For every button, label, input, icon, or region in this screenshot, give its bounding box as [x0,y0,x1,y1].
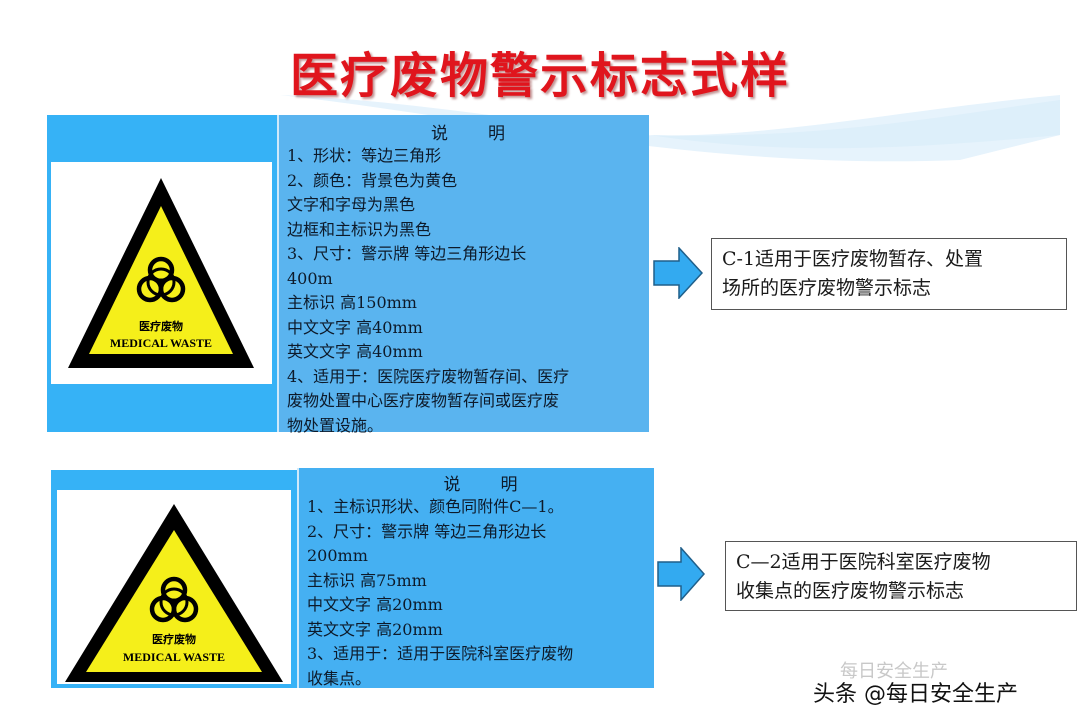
panel-line: 废物处置中心医疗废物暂存间或医疗废 [287,391,560,410]
watermark-ghost: 每日安全生产 [840,661,948,682]
note-line: 场所的医疗废物警示标志 [722,277,932,299]
panel-line: 边框和主标识为黑色 [287,219,432,239]
panel-line: 英文文字 高20mm [307,619,443,639]
right-arrow-icon [657,547,705,601]
panel-line: 收集点。 [307,668,372,688]
panel-line: 主标识 高150mm [287,293,417,312]
panel-line: 1、主标识形状、颜色同附件C—1。 [307,497,564,516]
sign-en-label: MEDICAL WASTE [110,336,212,350]
panel-line: 4、适用于：医院医疗废物暂存间、医疗 [287,366,570,386]
sign-en-label: MEDICAL WASTE [123,650,225,664]
note-line: 收集点的医疗废物警示标志 [736,580,965,602]
panel-line: 200mm [307,546,368,565]
panel-line: 3、适用于：适用于医院科室医疗废物 [307,644,574,663]
usage-note-c1: C-1适用于医疗废物暂存、处置 场所的医疗废物警示标志 [711,238,1067,310]
panel-line: 中文文字 高40mm [287,317,423,337]
description-panel: 说明 1、主标识形状、颜色同附件C—1。 2、尺寸：警示牌 等边三角形边长 20… [297,468,654,688]
sign-image: 医疗废物 MEDICAL WASTE [51,162,272,384]
panel-line: 400m [287,268,333,288]
watermark: 头条 @每日安全生产 [813,682,1018,707]
description-panel: 说明 1、形状：等边三角形 2、颜色：背景色为黄色 文字和字母为黑色 边框和主标… [277,115,649,435]
panel-line: 英文文字 高40mm [287,342,423,361]
sign-image: 医疗废物 MEDICAL WASTE [57,490,291,684]
panel-line: 物处置设施。 [287,415,384,435]
panel-line: 3、尺寸：警示牌 等边三角形边长 [287,244,527,263]
panel-line: 中文文字 高20mm [307,595,443,614]
panel-line: 2、尺寸：警示牌 等边三角形边长 [307,521,547,541]
panel-line: 文字和字母为黑色 [287,195,416,214]
panel-line: 主标识 高75mm [307,570,427,590]
biohazard-icon [149,576,199,623]
sign-cn-label: 医疗废物 [139,319,183,333]
panel-line: 1、形状：等边三角形 [287,146,442,165]
panel-line: 2、颜色：背景色为黄色 [287,170,458,190]
note-line: C-1适用于医疗废物暂存、处置 [722,248,984,270]
usage-note-c2: C—2适用于医院科室医疗废物 收集点的医疗废物警示标志 [725,541,1077,611]
panel-heading: 说明 [443,475,558,495]
page-title: 医疗废物警示标志式样 [289,48,790,104]
right-arrow-icon [653,247,703,299]
note-line: C—2适用于医院科室医疗废物 [736,551,991,573]
warning-triangle-sign: 医疗废物 MEDICAL WASTE [65,504,283,682]
biohazard-icon [136,256,186,303]
warning-triangle-sign: 医疗废物 MEDICAL WASTE [68,178,254,368]
panel-heading: 说明 [431,124,545,144]
sign-cn-label: 医疗废物 [152,632,196,646]
